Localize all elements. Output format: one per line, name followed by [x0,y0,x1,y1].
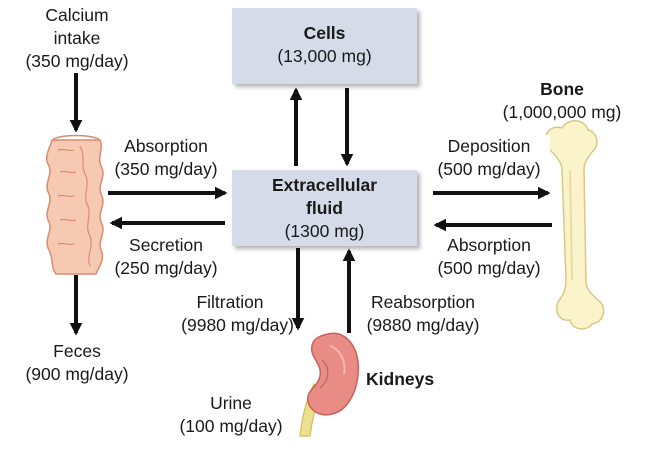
filtration-name: Filtration [196,292,264,312]
bone-absorption-name: Absorption [447,235,531,255]
ecf-amount: (1300 mg) [284,221,365,241]
urine-amount: (100 mg/day) [179,416,283,436]
intake-amount: (350 mg/day) [25,51,129,71]
kidneys-title: Kidneys [366,369,435,389]
cells-title: Cells [303,23,346,43]
intestine-illustration [45,134,104,275]
gut-absorption-label: Absorption (350 mg/day) [105,135,227,181]
feces-amount: (900 mg/day) [25,364,129,384]
ecf-title-line2: fluid [306,198,343,218]
bone-label: Bone (1,000,000 mg) [488,78,636,124]
bone-absorption-amount: (500 mg/day) [437,258,541,278]
gut-absorption-name: Absorption [124,136,208,156]
cells-box: Cells (13,000 mg) [232,8,417,84]
secretion-amount: (250 mg/day) [114,258,218,278]
deposition-amount: (500 mg/day) [437,159,541,179]
ecf-box: Extracellular fluid (1300 mg) [232,170,417,246]
secretion-label: Secretion (250 mg/day) [105,234,227,280]
gut-absorption-amount: (350 mg/day) [114,159,218,179]
cells-amount: (13,000 mg) [277,46,372,66]
reabsorption-name: Reabsorption [370,292,476,312]
intake-line1: Calcium [45,5,109,25]
urine-line1: Urine [210,393,252,413]
deposition-label: Deposition (500 mg/day) [428,135,550,181]
reabsorption-label: Reabsorption (9880 mg/day) [354,291,492,337]
feces-label: Feces (900 mg/day) [12,340,142,386]
kidney-illustration [299,332,359,437]
bone-amount: (1,000,000 mg) [502,102,622,122]
urine-label: Urine (100 mg/day) [166,392,296,438]
filtration-amount: (9980 mg/day) [181,315,294,335]
intake-label: Calcium intake (350 mg/day) [12,4,142,73]
filtration-label: Filtration (9980 mg/day) [160,291,294,337]
secretion-name: Secretion [129,235,203,255]
reabsorption-amount: (9880 mg/day) [366,315,480,335]
bone-illustration [544,120,605,330]
intake-line2: intake [53,28,101,48]
bone-absorption-label: Absorption (500 mg/day) [428,234,550,280]
feces-line1: Feces [53,341,101,361]
bone-title: Bone [540,79,584,99]
ecf-title-line1: Extracellular [271,175,378,195]
deposition-name: Deposition [447,136,531,156]
